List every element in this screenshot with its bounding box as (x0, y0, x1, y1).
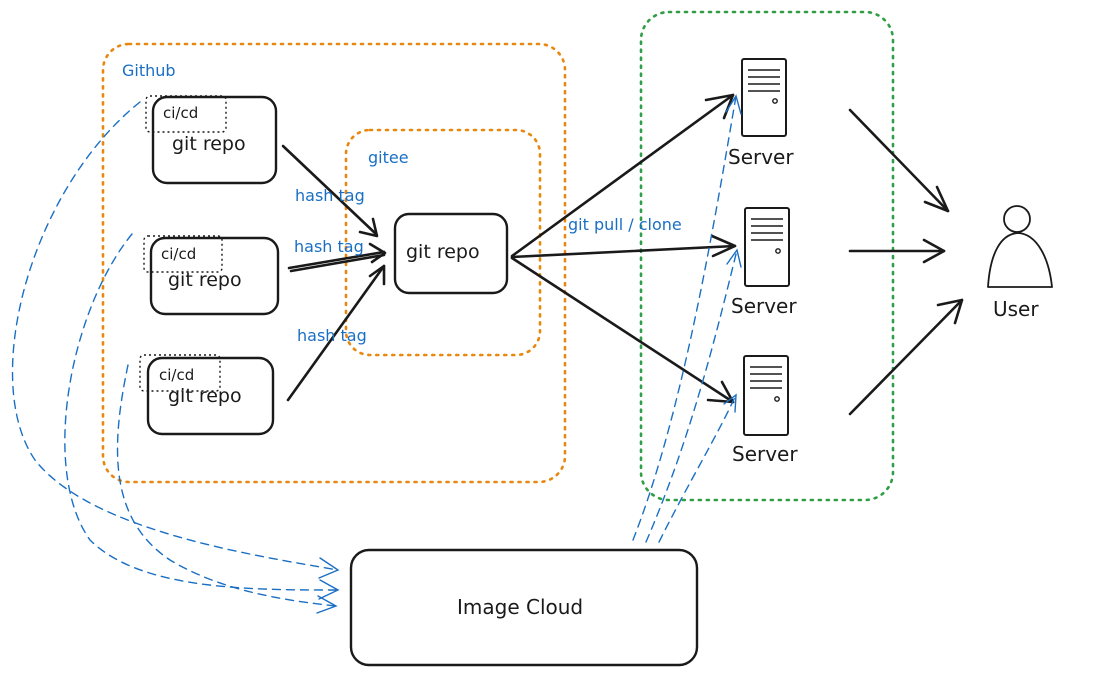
server-icon-3 (743, 355, 789, 436)
arrow-repo2-to-central (287, 242, 387, 273)
ci-cd-label-2: ci/cd (161, 245, 196, 263)
server-icon-2 (744, 207, 790, 287)
server-label-1: Server (728, 145, 794, 169)
ci-cd-badge-2 (143, 235, 223, 273)
repo-node-2: ci/cd git repo (143, 235, 280, 316)
repo-label-2: git repo (168, 269, 242, 291)
server-2: Server (731, 207, 797, 318)
arrow-central-to-server-3 (510, 256, 735, 404)
user-label: User (993, 297, 1039, 321)
dashed-arrow-cloud-to-server-3 (658, 393, 737, 543)
image-cloud-node: Image Cloud (349, 548, 699, 667)
gitee-group-border (344, 128, 542, 357)
dashed-arrow-cicd3-to-cloud (116, 364, 338, 614)
central-repo-node: git repo (393, 212, 509, 295)
arrow-repo3-to-central (286, 264, 386, 402)
user-node: User (987, 205, 1053, 321)
ci-cd-label-1: ci/cd (163, 104, 198, 122)
server-label-3: Server (732, 442, 798, 466)
ci-cd-label-3: ci/cd (159, 366, 194, 384)
pull-clone-label: git pull / clone (568, 215, 682, 234)
server-label-2: Server (731, 294, 797, 318)
dashed-arrow-cloud-to-server-2 (645, 248, 742, 543)
user-icon (987, 205, 1053, 288)
arrow-repo1-to-central (281, 144, 379, 238)
hash-tag-label-3: hash tag (297, 326, 367, 345)
server-icon-1 (741, 58, 787, 137)
repo-label-3: git repo (168, 385, 242, 407)
arrow-central-to-server-2 (510, 234, 737, 259)
ci-cd-badge-1 (145, 95, 227, 133)
repo-node-1: ci/cd git repo (145, 95, 278, 185)
repo-node-3: ci/cd git repo (139, 354, 275, 436)
arrow-server1-to-user (848, 108, 950, 213)
server-3: Server (732, 355, 798, 466)
repo-label-1: git repo (172, 133, 246, 155)
dashed-arrow-cicd2-to-cloud (64, 233, 340, 600)
arrow-server2-to-user (848, 238, 946, 264)
ci-cd-badge-3 (139, 354, 221, 392)
github-group-label: Github (122, 61, 176, 80)
dashed-arrow-cloud-to-server-1 (632, 94, 742, 541)
central-repo-label: git repo (406, 241, 480, 263)
github-group-border (101, 42, 567, 484)
dashed-arrow-cicd1-to-cloud (11, 101, 340, 579)
arrow-server3-to-user (848, 298, 964, 416)
server-group-border (639, 10, 895, 502)
server-1: Server (728, 58, 794, 169)
hash-tag-label-2: hash tag (294, 237, 364, 256)
hash-tag-label-1: hash tag (295, 186, 365, 205)
gitee-group-label: gitee (368, 148, 409, 167)
image-cloud-label: Image Cloud (457, 595, 583, 619)
